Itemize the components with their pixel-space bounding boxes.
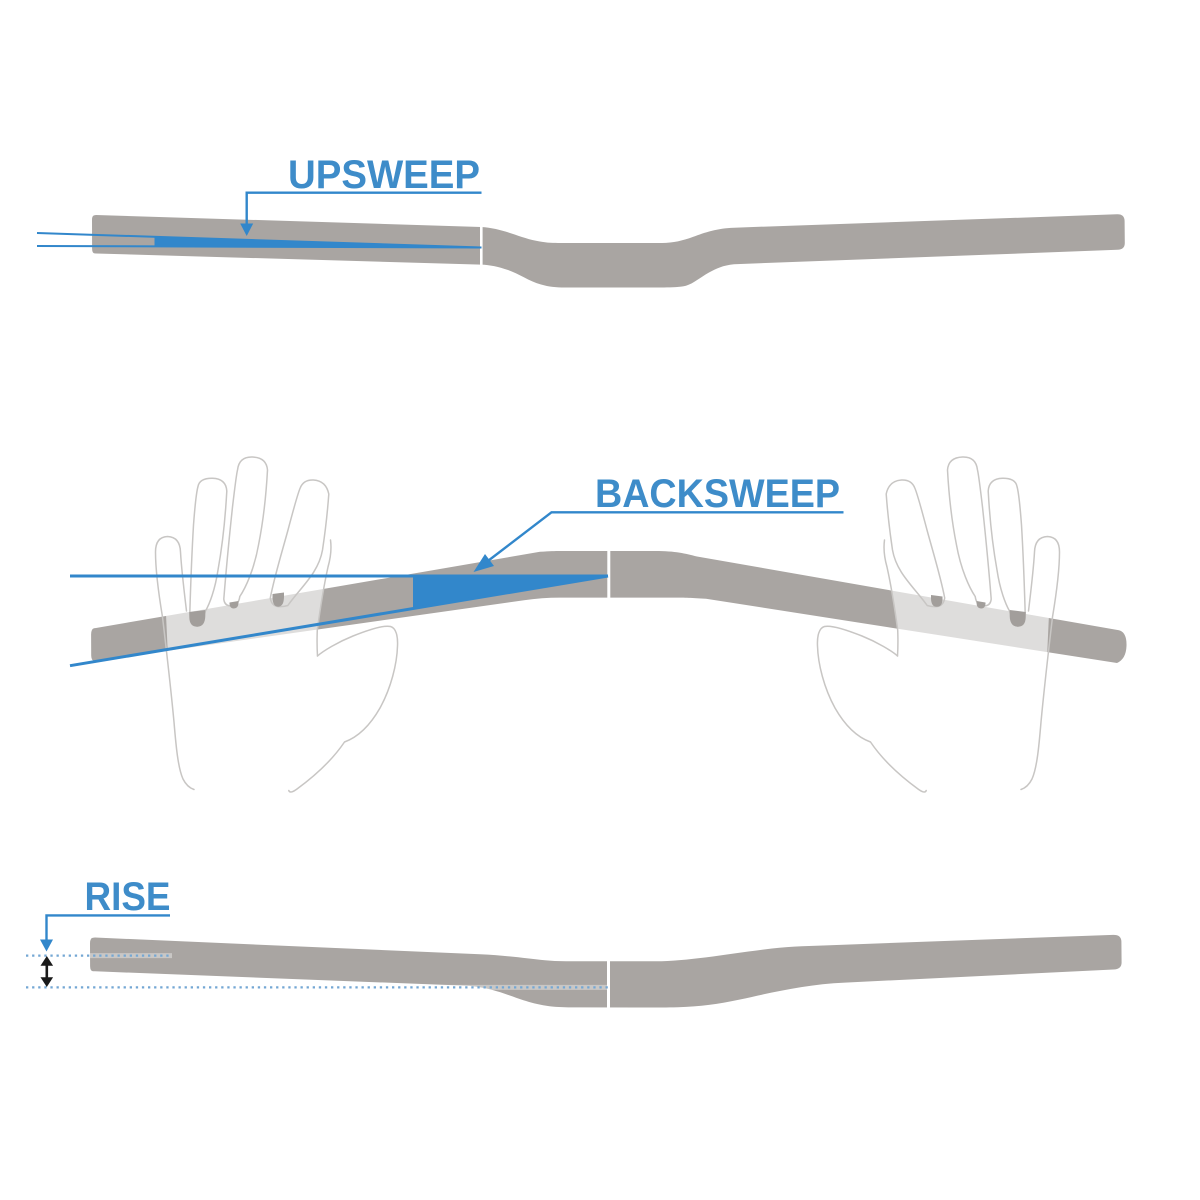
svg-text:BACKSWEEP: BACKSWEEP [595, 472, 840, 516]
svg-text:RISE: RISE [85, 875, 171, 919]
svg-text:UPSWEEP: UPSWEEP [288, 153, 480, 197]
